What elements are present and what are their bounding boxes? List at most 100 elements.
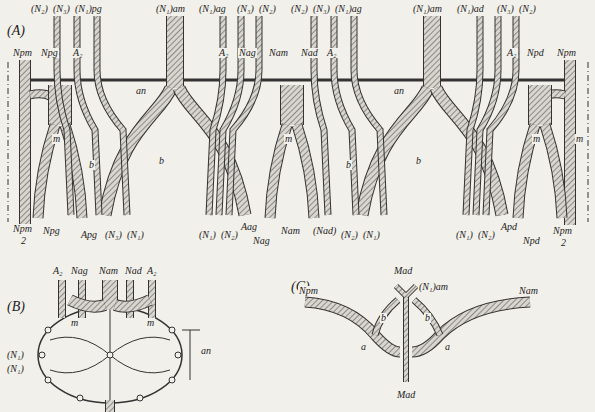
nerve-label: A₂ [326, 48, 338, 58]
nerve-outline [58, 280, 66, 318]
nerve-label: Nam [280, 226, 301, 236]
nerve-label: (N₂) [290, 4, 309, 14]
nerve-label: (N₁) [455, 230, 474, 240]
nerve-label: A₂ [218, 48, 230, 58]
nerve-fill [115, 300, 150, 307]
nerve-label: (N₁) [362, 230, 381, 240]
nerve-fill [545, 125, 562, 218]
nerve-fill [57, 16, 71, 215]
nerve-label: Npm [298, 286, 319, 296]
nerve-outline [297, 125, 314, 218]
nerve-label: (N₂) [518, 4, 537, 14]
nerve-fill [106, 400, 114, 412]
nerve-label: (N₃) [312, 4, 331, 14]
nerve-label: (N₁)ad [456, 4, 485, 14]
nerve-label: (N₁)pg [74, 4, 103, 14]
nerve-label: Nag [70, 266, 89, 276]
nerve-label: an [135, 86, 147, 96]
nerve-label: b [345, 160, 352, 170]
nerve-fill [486, 16, 516, 215]
nerve-label: (N₃) [236, 4, 255, 14]
nerve-fill [149, 280, 155, 318]
nerve-fill [412, 302, 530, 352]
nerve-fill [167, 16, 183, 88]
nerve-label: Aag [240, 222, 258, 232]
nerve-label: A₂ [506, 48, 518, 58]
nerve-fill [314, 16, 328, 215]
nerve-fill [281, 85, 303, 125]
nerve-label: a [444, 342, 451, 352]
nerve-outline [412, 302, 530, 352]
nerve-label: (N₂) [220, 230, 239, 240]
nerve-fill [414, 300, 440, 335]
nerve-outline [105, 400, 115, 412]
nerve-label: (N₂) [477, 230, 496, 240]
nerve-label: m [575, 134, 584, 144]
nerve-label: an [393, 86, 405, 96]
nerve-outline [375, 300, 398, 335]
nerve-label: Nam [518, 286, 539, 296]
nerve-label: m [52, 134, 61, 144]
nerve-label: (N₂) [340, 230, 359, 240]
nerve-label: (N₃) [52, 4, 71, 14]
nerve-outline [70, 300, 105, 307]
nerve-label: m [146, 318, 155, 328]
nerve-label: (N₁) [198, 230, 217, 240]
nerve-label: Nam [268, 48, 289, 58]
nerve-label: Mad [393, 266, 413, 276]
nerve-label: an [200, 346, 212, 356]
nerve-fill [229, 16, 259, 215]
nerve-label: A₂ [146, 266, 158, 276]
nerve-fill [354, 16, 384, 215]
nerve-outline [403, 296, 409, 382]
nerve-label: a [360, 342, 367, 352]
nerve-label: Mad [396, 390, 416, 400]
nerve-label: Npg [42, 226, 61, 236]
nerve-outline [166, 16, 184, 88]
nerve-outline [105, 88, 171, 215]
nerve-outline [362, 88, 428, 215]
nerve-label: Nad [124, 266, 143, 276]
nerve-fill [97, 16, 127, 215]
nerve-label: Npm [556, 48, 577, 58]
nerve-label: (N₁) [6, 350, 25, 360]
nerve-outline [115, 300, 150, 307]
nerve-label: b [88, 160, 95, 170]
nerve-label: m [70, 318, 79, 328]
nerve-outline [545, 125, 562, 218]
nerve-label: Apd [500, 222, 518, 232]
nerve-label: (N₃) [104, 230, 123, 240]
nerve-label: (N₁) [6, 364, 25, 374]
nerve-fill [105, 88, 171, 215]
nerve-label: (N₃) [496, 4, 515, 14]
nerve-label: A₂ [72, 48, 84, 58]
nerve-fill [362, 88, 428, 215]
nerve-label: (N₁)am [418, 282, 449, 292]
nerve-fill [375, 300, 398, 335]
panel-letter: (A) [6, 24, 26, 38]
nerve-label: Npm [552, 226, 573, 236]
nerve-label: (N₁)am [155, 4, 186, 14]
nerve-outline [486, 16, 516, 215]
nerve-outline [57, 16, 71, 215]
nerve-label: Npd [522, 236, 541, 246]
nerve-outline [414, 300, 440, 335]
nerve-label: Nag [252, 236, 271, 246]
nerve-outline [396, 286, 416, 296]
nerve-label: (Nad) [312, 226, 337, 236]
nerve-label: Npm [12, 48, 33, 58]
nerve-label: Npg [40, 48, 59, 58]
nerve-label: Nag [238, 48, 257, 58]
nerve-fill [70, 300, 105, 307]
nerve-label: (N₂) [258, 4, 277, 14]
nerve-label: (N₁)ag [334, 4, 363, 14]
nerve-label: b [424, 313, 431, 323]
nerve-fill [59, 280, 65, 318]
nerve-label: Apg [80, 230, 98, 240]
nerve-label: m [284, 134, 293, 144]
nerve-label: b [158, 156, 165, 166]
nerve-outline [19, 60, 31, 225]
nerve-label: b [380, 313, 387, 323]
panel-letter: (B) [6, 300, 26, 314]
